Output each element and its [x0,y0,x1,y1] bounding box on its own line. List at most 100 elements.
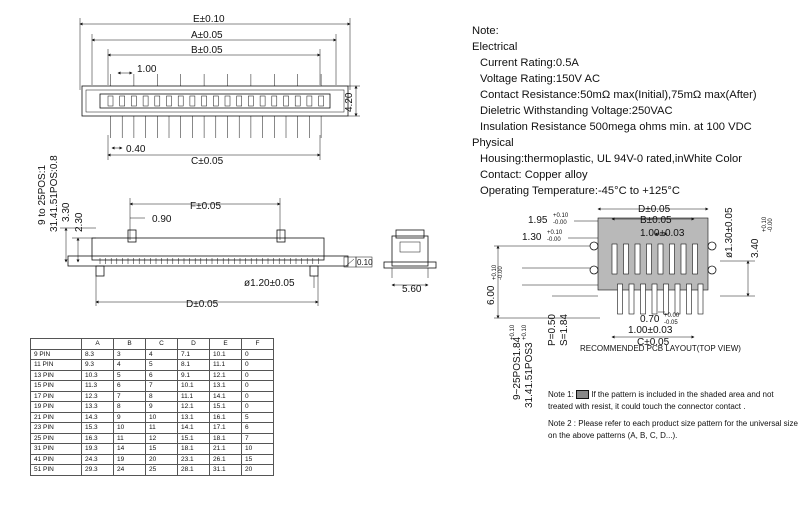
table-cell: 15 [241,453,274,465]
top-view-legs [110,74,322,138]
pcb-dim-c-label: C±0.05 [637,337,670,348]
electrical-item: Voltage Rating:150V AC [480,73,601,85]
table-cell: 9.3 [81,359,114,371]
table-cell: 13.1 [177,411,210,423]
table-cell: 6 [113,380,146,392]
table-cell: 0 [241,348,274,360]
table-cell: 12.1 [209,369,242,381]
table-cell: 25 [145,464,178,476]
table-cell: 6 [241,422,274,434]
table-cell: 5 [145,359,178,371]
table-cell: 15.1 [209,401,242,413]
table-cell: 4 [113,359,146,371]
pin-count-cell: 21 PIN [30,411,82,423]
table-cell: 15.3 [81,422,114,434]
table-cell: 7 [241,432,274,444]
table-cell: 11.1 [209,359,242,371]
pcb-dim-195-label: 1.95 [528,215,548,226]
table-cell: 5 [113,369,146,381]
table-cell: 8 [113,401,146,413]
contact-slot [201,95,207,107]
table-cell: 10.1 [209,348,242,360]
table-cell: 9 [113,411,146,423]
pcb-pad-top [634,243,641,275]
table-cell: 31.1 [209,464,242,476]
dim-c-label: C±0.05 [191,156,224,167]
pcb-dim-600-tol-dn: -0.00 [498,266,504,280]
pcb-dim-600-label: 6.00 [486,285,497,305]
table-cell: 28.1 [177,464,210,476]
table-cell: 8 [145,390,178,402]
dim-f-label: F±0.05 [190,201,221,212]
table-cell: 20 [145,453,178,465]
dim-e-label: E±0.10 [193,14,225,25]
electrical-heading: Electrical [472,41,518,53]
table-cell: 5 [241,411,274,423]
dim-a-label: A±0.05 [191,30,223,41]
physical-heading: Physical [472,137,514,149]
table-cell: 19 [113,453,146,465]
dim-width-label: 5.60 [402,284,422,295]
pcb-dim-600-tol-up: +0.10 [492,264,498,280]
table-cell: 8.1 [177,359,210,371]
dim-b-label: B±0.05 [191,45,223,56]
pin-count-cell: 13 PIN [30,369,82,381]
physical-item: Contact: Copper alloy [480,169,588,181]
contact-slot [259,95,266,107]
pcb-pad-top [611,243,618,275]
footnote-1-prefix: Note 1: [548,390,574,399]
dim-330-label: 3.30 [61,202,72,222]
table-cell: 16.3 [81,432,114,444]
table-cell: 11.3 [81,380,114,392]
table-cell: 12.1 [177,401,210,413]
pcb-rot-label-2-tol: +0.10 [522,324,528,340]
contact-slot [154,95,161,107]
table-cell: 0 [241,359,274,371]
contact-slot [271,95,278,107]
footnote-1-text: If the pattern is included in the shaded… [548,390,774,411]
pcb-dim-130-tol-up: +0.10 [547,230,563,236]
dim-d-label: D±0.05 [186,299,219,310]
table-cell: 0 [241,401,274,413]
table-header-row: A B C D E F [30,338,274,350]
pcb-pad-bottom [628,283,635,315]
pcb-rot-label-1-tol: +0.10 [510,324,516,340]
pcb-dim-340-tol-dn: -0.00 [768,218,774,232]
table-cell: 0 [241,380,274,392]
pin-count-cell: 23 PIN [30,422,82,434]
pcb-dim-p050-label: P=0.50 [547,314,558,346]
electrical-item: Contact Resistance:50mΩ max(Initial),75m… [480,89,757,101]
pcb-rot-label-2: 31.41.51POS3 [524,342,535,408]
notes-panel: Note: Electrical Current Rating:0.5A Vol… [472,23,757,199]
side-view: 9 to 25POS:1 31.41.51POS:0.8 3.30 2.30 F… [37,155,373,310]
table-cell: 23.1 [177,453,210,465]
table-header-cell: D [177,338,210,350]
electrical-item: Dieletric Withstanding Voltage:250VAC [480,105,673,117]
table-cell: 0 [241,390,274,402]
table-cell: 16.1 [209,411,242,423]
table-cell: 17.1 [209,422,242,434]
pin-count-cell: 9 PIN [30,348,82,360]
dim-hole-label: ø1.20±0.05 [244,278,295,289]
table-cell: 9 [145,401,178,413]
pcb-pad-bottom [663,283,669,315]
physical-item: Housing:thermoplastic, UL 94V-0 rated,in… [480,153,742,165]
table-header-cell: F [241,338,274,350]
table-cell: 29.3 [81,464,114,476]
table-cell: 18.1 [209,432,242,444]
table-cell: 10 [113,422,146,434]
pin-count-cell: 17 PIN [30,390,82,402]
table-cell: 24.3 [81,453,114,465]
footnote-1: Note 1: If the pattern is included in th… [548,389,798,413]
pcb-caption: RECOMMENDED PCB LAYOUT(TOP VIEW) [580,344,741,353]
pcb-dim-130-tol-dn: -0.00 [547,237,561,243]
table-cell: 7 [145,380,178,392]
top-view-contacts [107,95,324,107]
pcb-pad-top [657,243,664,275]
pcb-pad-bottom [697,283,704,315]
